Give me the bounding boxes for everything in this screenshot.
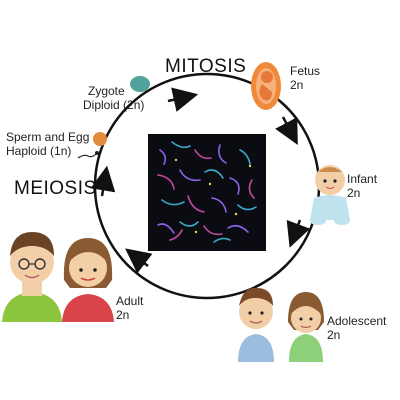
- mitosis-label: MITOSIS: [165, 56, 247, 77]
- adult-woman-icon: [62, 238, 114, 322]
- zygote-ploidy: Diploid (2n): [83, 98, 145, 112]
- adolescent-girl-icon: [288, 292, 324, 362]
- adolescent-name: Adolescent: [327, 314, 387, 328]
- fetus-label: Fetus 2n: [290, 64, 320, 92]
- cycle-arrow-left: [90, 165, 116, 197]
- chromosome-image: [148, 134, 266, 251]
- adolescent-boy-icon: [238, 287, 274, 362]
- infant-icon: [310, 165, 350, 225]
- gametes-name: Sperm and Egg: [6, 130, 90, 144]
- zygote-name: Zygote: [88, 84, 125, 98]
- infant-label: Infant 2n: [347, 172, 377, 200]
- cycle-arrow-right-top: [275, 116, 298, 146]
- gametes-label: Sperm and Egg Haploid (1n): [6, 130, 89, 158]
- gametes-ploidy: Haploid (1n): [6, 144, 72, 158]
- infant-name: Infant: [347, 172, 378, 186]
- adolescent-ploidy: 2n: [327, 328, 341, 342]
- adult-name: Adult: [116, 294, 144, 308]
- cycle-arrow-top: [167, 87, 199, 112]
- infant-ploidy: 2n: [347, 186, 361, 200]
- adult-label: Adult 2n: [116, 294, 143, 322]
- fetus-ploidy: 2n: [290, 78, 304, 92]
- cycle-arrow-right-bottom: [286, 219, 311, 248]
- fetus-name: Fetus: [290, 64, 321, 78]
- meiosis-label: MEIOSIS: [14, 178, 97, 199]
- adolescent-label: Adolescent 2n: [327, 314, 386, 342]
- adult-man-icon: [2, 232, 62, 322]
- zygote-cell-icon: [130, 76, 150, 92]
- cycle-arrow-bottom-left: [125, 248, 153, 274]
- sperm-icon: [77, 153, 97, 159]
- egg-cell-icon: [93, 132, 107, 146]
- zygote-label: Zygote Diploid (2n): [83, 84, 144, 112]
- fetus-icon: [251, 62, 281, 110]
- adult-ploidy: 2n: [116, 308, 130, 322]
